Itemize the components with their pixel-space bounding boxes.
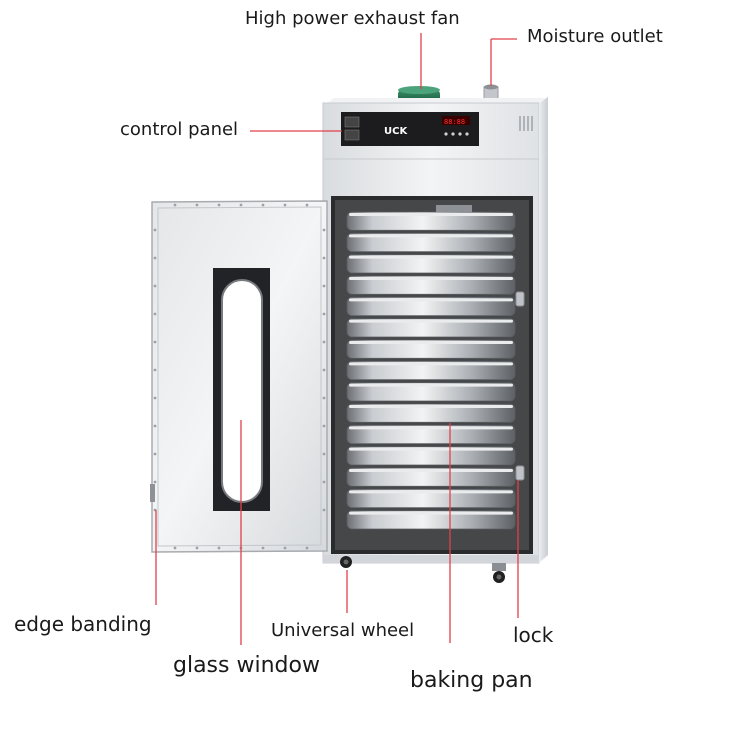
rivet xyxy=(173,546,177,550)
baking-pan xyxy=(346,296,516,317)
baking-pan xyxy=(346,424,516,445)
rivet xyxy=(305,546,309,550)
baking-pan xyxy=(346,339,516,359)
rivet xyxy=(322,312,326,316)
baking-pan xyxy=(346,211,516,231)
panel-display: 88:88 xyxy=(444,118,465,126)
rack-hub xyxy=(436,205,472,212)
label-universal-wheel: Universal wheel xyxy=(271,620,415,641)
rivet xyxy=(153,228,157,232)
rivet xyxy=(322,368,326,372)
baking-pan xyxy=(346,318,516,338)
label-lock: lock xyxy=(513,623,554,647)
leader-lines xyxy=(155,33,519,645)
rivet xyxy=(153,312,157,316)
baking-pan xyxy=(346,403,516,423)
rivet xyxy=(153,452,157,456)
rivet xyxy=(322,284,326,288)
rivet xyxy=(322,396,326,400)
lock xyxy=(515,291,525,481)
rivet xyxy=(173,203,177,207)
dryer-door xyxy=(150,200,328,553)
rivet xyxy=(153,368,157,372)
rivet xyxy=(153,340,157,344)
rivet xyxy=(283,203,287,207)
panel-brand: UCK xyxy=(384,126,408,137)
rivet xyxy=(153,256,157,260)
rivet xyxy=(239,203,243,207)
rivet xyxy=(322,508,326,512)
rivet xyxy=(322,256,326,260)
rivet xyxy=(322,480,326,484)
rivet xyxy=(261,203,265,207)
rivet xyxy=(322,452,326,456)
label-glass-window: glass window xyxy=(173,653,320,678)
rivet xyxy=(322,424,326,428)
control-panel: UCK 88:88 xyxy=(341,112,479,146)
baking-pan xyxy=(346,488,516,509)
rivet xyxy=(283,546,287,550)
baking-pan xyxy=(346,510,516,530)
label-edge-banding: edge banding xyxy=(14,612,152,636)
rivet xyxy=(153,284,157,288)
label-baking-pan: baking pan xyxy=(410,668,533,693)
rivet xyxy=(217,203,221,207)
rivet xyxy=(322,228,326,232)
universal-wheel xyxy=(340,556,506,583)
rivet xyxy=(153,480,157,484)
baking-pan xyxy=(346,382,516,402)
rivet xyxy=(153,424,157,428)
baking-pan xyxy=(346,446,516,466)
rivet xyxy=(305,203,309,207)
baking-pan xyxy=(346,360,516,381)
baking-pan xyxy=(346,467,516,487)
baking-pan-stack xyxy=(346,205,516,530)
baking-pan xyxy=(346,275,516,295)
label-moisture-outlet: Moisture outlet xyxy=(527,26,663,47)
door-rivets xyxy=(153,203,326,550)
label-control-panel: control panel xyxy=(120,119,239,140)
label-exhaust-fan: High power exhaust fan xyxy=(245,8,460,29)
rivet xyxy=(322,340,326,344)
rivet xyxy=(153,396,157,400)
rivet xyxy=(195,203,199,207)
baking-pan xyxy=(346,232,516,253)
rivet xyxy=(261,546,265,550)
vent-slots xyxy=(519,116,533,131)
rivet xyxy=(217,546,221,550)
rivet xyxy=(195,546,199,550)
baking-pan xyxy=(346,254,516,274)
